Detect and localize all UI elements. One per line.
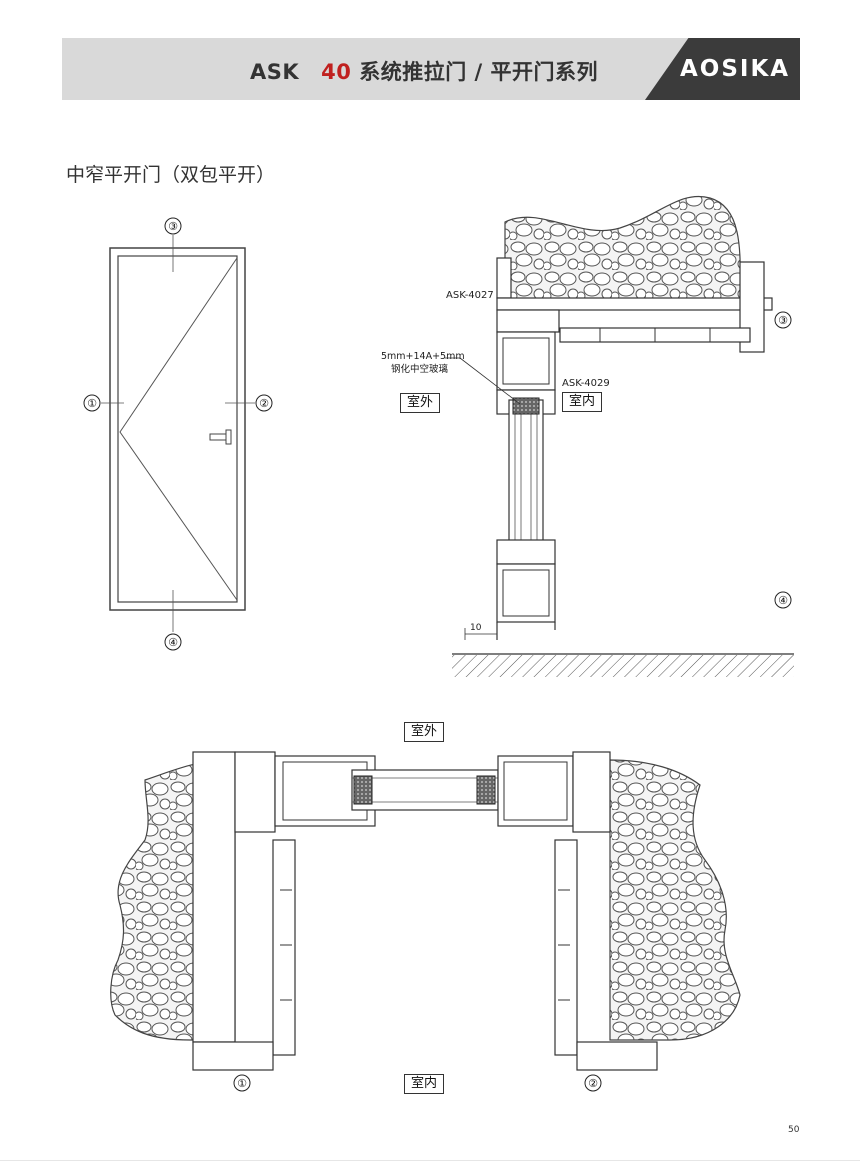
- svg-text:②: ②: [588, 1077, 598, 1090]
- page-number: 50: [788, 1125, 800, 1135]
- section-title: 中窄平开门（双包平开）: [66, 164, 276, 186]
- horizontal-section: ① ②: [110, 751, 741, 1092]
- swing-indicator: [119, 257, 238, 601]
- handle-base: [225, 429, 232, 445]
- glass-panel: [508, 399, 544, 561]
- svg-text:①: ①: [87, 397, 97, 410]
- brand-logo: AOSIKA: [680, 56, 791, 82]
- door-outer-frame: [109, 247, 246, 611]
- door-inner-frame: [117, 255, 238, 603]
- svg-text:③: ③: [778, 314, 788, 327]
- svg-text:③: ③: [168, 220, 178, 233]
- glass-spec-label: 5mm+14A+5mm: [381, 351, 465, 362]
- footer-line: [0, 1160, 860, 1161]
- series-number: 40: [321, 60, 352, 84]
- door-handle: [209, 433, 229, 441]
- floor-hatch: [452, 655, 794, 677]
- elevation-marker-1: ①: [83, 394, 101, 412]
- profile-label-top: ASK-4027: [446, 290, 494, 301]
- svg-text:④: ④: [778, 594, 788, 607]
- section-marker-4: ④: [774, 591, 792, 609]
- series-name: 系统推拉门 / 平开门系列: [359, 60, 598, 84]
- elevation-marker-4: ④: [164, 633, 182, 651]
- header-title: ASK 40 系统推拉门 / 平开门系列: [250, 56, 598, 86]
- outside-label-horizontal: 室外: [404, 722, 445, 742]
- elevation-marker-2: ②: [255, 394, 273, 412]
- door-elevation: ③ ④ ① ②: [83, 217, 273, 651]
- svg-text:④: ④: [168, 636, 178, 649]
- plan-marker-1: ①: [233, 1074, 251, 1092]
- stone-wall-right: [609, 759, 741, 1041]
- inside-label-horizontal: 室内: [404, 1074, 445, 1094]
- series-prefix: ASK: [250, 60, 300, 84]
- vertical-section: 10 ASK-4027 ASK-4029 5mm+14A+5mm 钢化中空玻璃 …: [381, 196, 794, 677]
- stone-wall-top: [504, 196, 741, 301]
- inside-label-vertical: 室内: [562, 392, 603, 412]
- svg-text:①: ①: [237, 1077, 247, 1090]
- dimension-label: 10: [470, 623, 482, 633]
- outside-label-vertical: 室外: [400, 393, 441, 413]
- glass-type-label: 钢化中空玻璃: [391, 363, 448, 375]
- glass-panel-horizontal: [351, 769, 499, 811]
- elevation-marker-3: ③: [164, 217, 182, 235]
- section-marker-3: ③: [774, 311, 792, 329]
- profile-label-bottom: ASK-4029: [562, 378, 610, 389]
- plan-marker-2: ②: [584, 1074, 602, 1092]
- svg-text:②: ②: [259, 397, 269, 410]
